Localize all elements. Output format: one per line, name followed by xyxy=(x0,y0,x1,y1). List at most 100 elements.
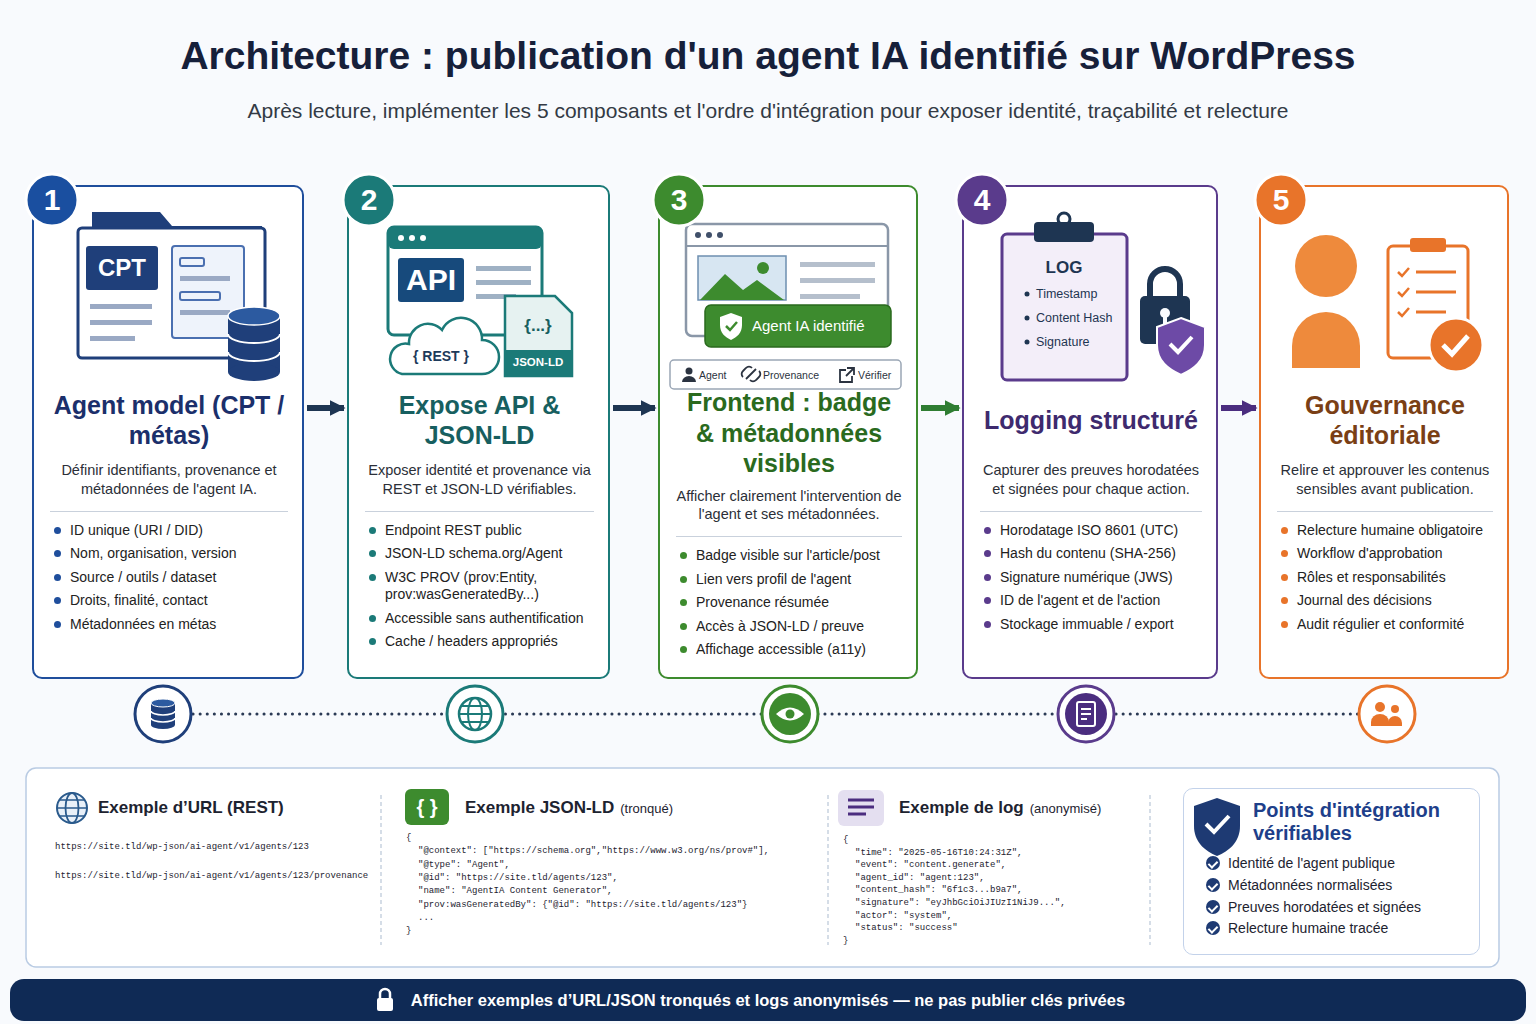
governance-icon xyxy=(1443,336,1468,354)
number-circle xyxy=(1255,174,1307,226)
code-line: "time": "2025-05-16T10:24:31Z", xyxy=(855,847,1022,858)
body-text: Accessible sans authentification xyxy=(365,610,594,628)
timeline xyxy=(151,699,175,707)
code-line: { xyxy=(406,833,411,844)
lock-icon xyxy=(377,998,393,1011)
api-icon xyxy=(420,235,426,241)
icon-label: Agent xyxy=(699,369,726,382)
frontend-icon xyxy=(742,367,761,382)
frontend-icon xyxy=(840,368,854,382)
box-fill xyxy=(347,185,610,679)
box-fill xyxy=(962,185,1218,679)
frontend-icon xyxy=(705,305,891,347)
code-line: "@type": "Agent", xyxy=(418,859,510,870)
timeline xyxy=(1375,702,1385,712)
heading: Points d'intégration vérifiables xyxy=(1253,799,1469,845)
cpt-icon xyxy=(180,292,220,300)
component-card: Logging structuréCapturer des preuves ho… xyxy=(962,185,1218,679)
timeline xyxy=(447,686,503,742)
examples-panel xyxy=(405,789,449,825)
code-line: https://site.tld/wp-json/ai-agent/v1/age… xyxy=(55,871,368,882)
body-text: Badge visible sur l'article/post xyxy=(676,547,902,565)
body-text: Identité de l'agent publique xyxy=(1228,855,1469,872)
code-line: ... xyxy=(418,912,434,923)
box-fill xyxy=(1259,185,1509,679)
frontend-icon xyxy=(698,256,786,300)
flow-arrow xyxy=(613,405,655,411)
section-title: Exemple de log xyxy=(899,798,1024,818)
cpt-icon xyxy=(78,212,280,381)
heading: Frontend : badge & métadonnées visibles xyxy=(676,387,902,479)
timeline xyxy=(769,693,811,735)
cpt-icon xyxy=(90,304,152,309)
code-line: https://site.tld/wp-json/ai-agent/v1/age… xyxy=(55,842,309,853)
api-icon xyxy=(409,235,415,241)
section-note: (anonymisé) xyxy=(1030,801,1102,817)
points-shield xyxy=(1194,798,1240,856)
governance-icon xyxy=(1410,238,1446,252)
code-line: "agent_id": "agent:123", xyxy=(855,872,985,883)
body-text: Source / outils / dataset xyxy=(50,569,288,587)
frontend-icon xyxy=(706,232,712,238)
log-icon xyxy=(1025,292,1030,297)
cpt-icon xyxy=(180,276,230,281)
frontend-icon xyxy=(720,313,742,340)
code-line: } xyxy=(843,935,848,946)
callout-number: 4 xyxy=(974,182,991,218)
frontend-icon xyxy=(686,245,888,247)
cpt-icon xyxy=(180,310,230,315)
code-line: "status": "success" xyxy=(855,923,958,934)
code-line: "event": "content.generate", xyxy=(855,860,1006,871)
body-text: Relecture humaine tracée xyxy=(1228,920,1469,937)
body-text: Rôles et responsabilités xyxy=(1277,569,1493,587)
frontend-icon xyxy=(800,294,860,299)
timeline xyxy=(135,686,191,742)
body-text: ID unique (URI / DID) xyxy=(50,522,288,540)
examples-panel xyxy=(57,793,87,823)
api-icon xyxy=(398,258,464,302)
icon-label: {...} xyxy=(524,316,551,336)
log-icon xyxy=(1025,316,1030,321)
icon-label: Content Hash xyxy=(1036,311,1112,326)
body-text: W3C PROV (prov:Entity, prov:wasGenerated… xyxy=(365,569,594,604)
body-text: Hash du contenu (SHA-256) xyxy=(980,545,1202,563)
badge-label: Agent IA identifié xyxy=(752,317,865,335)
body-text: Affichage accessible (a11y) xyxy=(676,641,902,659)
timeline xyxy=(459,698,491,730)
component-card: Gouvernance éditorialeRelire et approuve… xyxy=(1259,185,1509,679)
api-icon xyxy=(476,266,531,271)
body-text: Workflow d'approbation xyxy=(1277,545,1493,563)
icon-label: API xyxy=(406,262,456,298)
section-title: Exemple JSON-LD xyxy=(465,798,614,818)
timeline xyxy=(1359,686,1415,742)
body-text: Cache / headers appropriés xyxy=(365,633,594,651)
governance-icon xyxy=(1398,268,1409,316)
frontend-icon xyxy=(670,224,901,389)
section-note: (tronqué) xyxy=(620,801,673,817)
frontend-icon xyxy=(686,368,693,375)
api-icon xyxy=(505,296,572,376)
icon-label: LOG xyxy=(1046,258,1083,278)
timeline xyxy=(1371,714,1389,726)
body-text: Relire et approuver les contenus sensibl… xyxy=(1277,461,1493,512)
code-line: } xyxy=(406,926,411,937)
body-text: Exposer identité et provenance via REST … xyxy=(365,461,594,512)
log-icon xyxy=(1157,318,1205,375)
timeline xyxy=(776,708,804,721)
code-line: "prov:wasGeneratedBy": {"@id": "https://… xyxy=(418,899,747,910)
log-icon xyxy=(1034,222,1094,242)
api-icon xyxy=(505,350,572,376)
cpt-icon xyxy=(90,336,135,341)
cpt-icon xyxy=(228,363,280,381)
lock-icon xyxy=(377,989,393,1011)
timeline xyxy=(1077,702,1095,726)
cpt-icon xyxy=(90,320,152,325)
body-text: Horodatage ISO 8601 (UTC) xyxy=(980,522,1202,540)
icon-label: { REST } xyxy=(413,348,469,365)
timeline xyxy=(1391,705,1399,713)
body-text: Stockage immuable / export xyxy=(980,616,1202,634)
log-icon xyxy=(1002,213,1205,380)
body-text: ID de l'agent et de l'action xyxy=(980,592,1202,610)
frontend-icon xyxy=(800,262,875,267)
body-text: Capturer des preuves horodatées et signé… xyxy=(980,461,1202,512)
